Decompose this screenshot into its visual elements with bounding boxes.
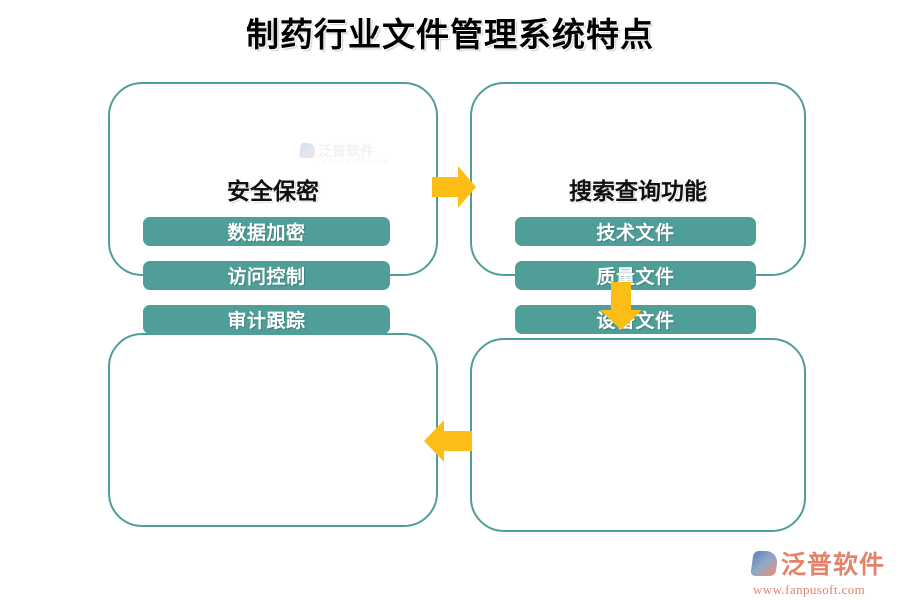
card-search-title: 搜索查询功能 <box>569 179 707 204</box>
page-title: 制药行业文件管理系统特点 <box>246 18 654 54</box>
card-search[interactable]: 搜索查询功能 技术文件 质量文件 设备文件 <box>470 82 806 334</box>
brand-name: 泛普软件 <box>781 551 886 579</box>
arrow-down-icon <box>600 282 642 330</box>
card-security-item-2[interactable]: 访问控制 <box>143 261 390 290</box>
fanpu-logo-icon <box>750 550 779 576</box>
brand-url: www.fanpusoft.com <box>753 582 866 597</box>
card-security-item-1[interactable]: 数据加密 <box>143 217 390 246</box>
card-security-title: 安全保密 <box>227 179 319 204</box>
card-version[interactable]: 版本控制 变更管理功能 修改历史记录 比较版本差异 <box>108 333 438 527</box>
brand-logo-row: 泛普软件 <box>750 545 886 581</box>
brand-logo: 泛普软件 www.fanpusoft.com <box>750 545 886 598</box>
card-custom[interactable]: 灵活的定制能力 界面定制 流程定制 权限定制 <box>470 338 806 532</box>
card-search-item-1[interactable]: 技术文件 <box>515 217 756 246</box>
arrow-left-icon <box>424 420 472 462</box>
card-security-item-3[interactable]: 审计跟踪 <box>143 305 390 334</box>
arrow-right-icon <box>432 166 476 208</box>
card-security[interactable]: 安全保密 数据加密 访问控制 审计跟踪 <box>108 82 438 334</box>
